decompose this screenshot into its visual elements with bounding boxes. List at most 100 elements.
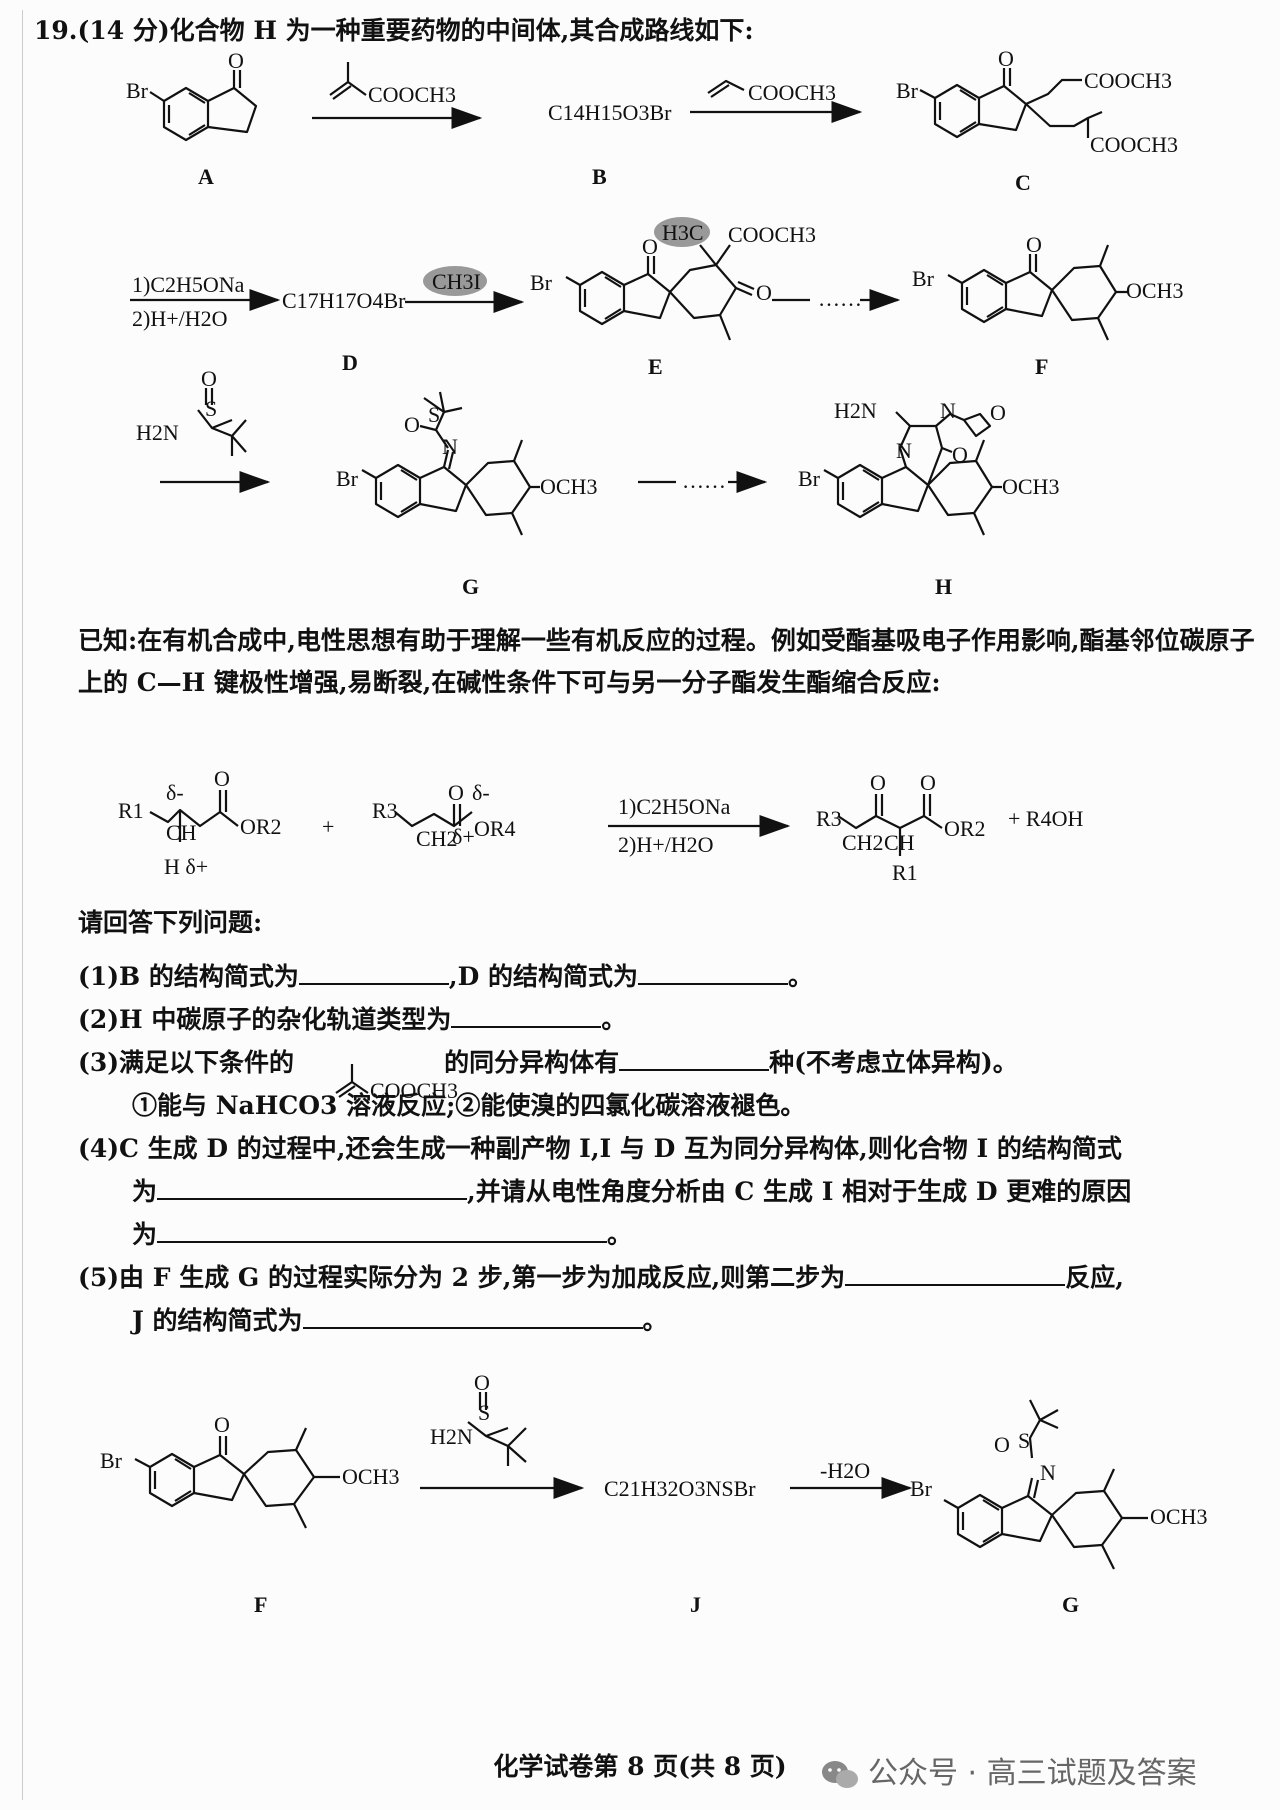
- formula-b: C14H15O3Br: [548, 100, 672, 125]
- bg-s-label: S: [1018, 1428, 1030, 1453]
- h-o-label: O: [952, 442, 968, 467]
- h-oxetane-o: O: [990, 400, 1006, 425]
- g-och3-label: OCH3: [540, 474, 597, 499]
- label-g-bottom: G: [1062, 1592, 1079, 1617]
- condensation-product: [837, 794, 943, 856]
- compound-e-structure: [565, 244, 755, 341]
- label-f: F: [1035, 354, 1048, 379]
- cond-delta-minus-1: δ-: [166, 780, 184, 805]
- cond-r3: R3: [372, 798, 398, 823]
- e-br-label: Br: [530, 270, 553, 295]
- compound-f-structure: [947, 244, 1128, 341]
- g-o-label: O: [404, 412, 420, 437]
- questions-prompt: 请回答下列问题:: [78, 908, 263, 937]
- prod-o-2: O: [920, 770, 936, 795]
- q5-text-c: J 的结构简式为: [132, 1306, 303, 1335]
- ch3i-highlight: [423, 266, 487, 296]
- methacrylate-reagent: [329, 62, 367, 100]
- acrylate-cooch3-label: COOCH3: [748, 80, 836, 105]
- q2-answer[interactable]: [451, 1000, 602, 1028]
- bf-och3-label: OCH3: [342, 1464, 399, 1489]
- bf-br-label: Br: [100, 1448, 123, 1473]
- q2-end: 。: [601, 1005, 627, 1034]
- a-br-label: Br: [126, 78, 149, 103]
- question-5-line2: J 的结构简式为。: [78, 1299, 1258, 1342]
- q3-text-b: 的同分异构体有: [444, 1048, 620, 1077]
- q3-cooch3-label: COOCH3: [370, 1078, 458, 1103]
- cond-plus: +: [322, 814, 334, 839]
- h-n-lower: N: [896, 438, 912, 463]
- e-h3c-label: H3C: [662, 220, 704, 245]
- page-footer: 化学试卷第 8 页(共 8 页): [493, 1752, 787, 1781]
- page-border: [22, 10, 23, 1800]
- q3-answer[interactable]: [619, 1043, 770, 1071]
- bg-n-label: N: [1040, 1460, 1056, 1485]
- label-h: H: [935, 574, 952, 599]
- label-c: C: [1015, 170, 1031, 195]
- prod-ch2: CH2: [842, 830, 884, 855]
- question-heading: 19.(14 分)化合物 H 为一种重要药物的中间体,其合成路线如下:: [34, 16, 754, 46]
- q4-text-e: 。: [607, 1220, 633, 1249]
- question-3: (3)满足以下条件的的同分异构体有种(不考虑立体异构)。: [78, 1041, 1258, 1084]
- br-s-o: O: [474, 1370, 490, 1395]
- label-g-top: G: [462, 574, 479, 599]
- sulfinamide-reagent: [197, 388, 247, 456]
- label-f-bottom: F: [254, 1592, 267, 1617]
- cond-ch2: CH2: [416, 826, 458, 851]
- h-h2n-label: H2N: [834, 398, 877, 423]
- q2-text: (2)H 中碳原子的杂化轨道类型为: [78, 1005, 452, 1034]
- c-cooch3-upper: COOCH3: [1084, 68, 1172, 93]
- g-br-label: Br: [336, 466, 359, 491]
- reagent-s: S: [205, 396, 217, 421]
- q1-text-b: ,D 的结构简式为: [448, 962, 638, 991]
- prod-ch: CH: [884, 830, 915, 855]
- q1-answer-d[interactable]: [637, 957, 788, 985]
- label-a: A: [198, 164, 214, 189]
- question-4-line2: 为,并请从电性角度分析由 C 生成 I 相对于生成 D 更难的原因: [78, 1170, 1258, 1213]
- bottom-compound-g: [943, 1399, 1148, 1570]
- q4-answer-i[interactable]: [157, 1172, 468, 1200]
- prod-or2: OR2: [944, 816, 986, 841]
- reagent-h2n: H2N: [136, 420, 179, 445]
- question-title: 化合物 H 为一种重要药物的中间体,其合成路线如下:: [169, 16, 754, 45]
- question-1: (1)B 的结构简式为 ,D 的结构简式为 。: [78, 955, 1258, 998]
- h-br-label: Br: [798, 466, 821, 491]
- e-o-label: O: [642, 234, 658, 259]
- q4-answer-reason[interactable]: [157, 1215, 608, 1243]
- wechat-icon: [822, 1760, 858, 1788]
- cond-or4: OR4: [474, 816, 516, 841]
- q5-text-b: 反应,: [1065, 1263, 1124, 1292]
- cond-delta-plus: δ+: [452, 824, 475, 849]
- cond-h-delta: H δ+: [164, 854, 208, 879]
- cond-condition-1: 1)C2H5ONa: [618, 794, 731, 819]
- f-och3-label: OCH3: [1126, 278, 1183, 303]
- condensation-scheme: [149, 790, 473, 842]
- q5-answer-type[interactable]: [845, 1258, 1066, 1286]
- question-4: (4)C 生成 D 的过程中,还会生成一种副产物 I,I 与 D 互为同分异构体…: [78, 1134, 1122, 1163]
- q1-text-a: (1)B 的结构简式为: [78, 962, 299, 991]
- reagent-s-o: O: [201, 366, 217, 391]
- question-score: (14 分): [77, 16, 170, 45]
- known-paragraph: 已知:在有机合成中,电性思想有助于理解一些有机反应的过程。例如受酯基吸电子作用影…: [78, 626, 1255, 697]
- q1-text-c: 。: [787, 962, 813, 991]
- question-number: 19.: [34, 16, 78, 45]
- q5-answer-j[interactable]: [302, 1301, 643, 1329]
- q4-text-d: 为: [132, 1220, 158, 1249]
- bf-o-label: O: [214, 1412, 230, 1437]
- br-s: S: [478, 1400, 490, 1425]
- compound-h-structure: [823, 411, 1002, 536]
- prod-r1: R1: [892, 860, 918, 885]
- bottom-compound-f: [134, 1427, 340, 1529]
- f-br-label: Br: [912, 266, 935, 291]
- cond-r1: R1: [118, 798, 144, 823]
- questions-block: (1)B 的结构简式为,D 的结构简式为。 (2)H 中碳原子的杂化轨道类型为。…: [78, 955, 1258, 1342]
- q3-text-a: (3)满足以下条件的: [78, 1048, 295, 1077]
- step-d-condition-1: 1)C2H5ONa: [132, 272, 245, 297]
- q1-answer-b[interactable]: [298, 957, 449, 985]
- h3c-highlight: [654, 217, 710, 247]
- wechat-watermark: 公众号 · 高三试题及答案: [820, 1748, 1197, 1792]
- cond-ch: CH: [166, 820, 197, 845]
- compound-g-structure-top: [361, 391, 540, 536]
